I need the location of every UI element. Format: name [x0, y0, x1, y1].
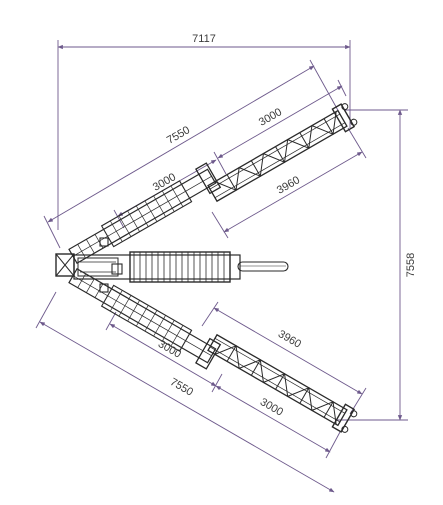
- label-lower-outer: 3000: [258, 396, 285, 419]
- tower-structure: [55, 103, 358, 433]
- dim-line-lower-outer: [215, 385, 331, 453]
- lower-arm-truss: [207, 333, 358, 433]
- dim-line-upper-outer: [217, 85, 343, 159]
- ext-upper-inner-a: [113, 209, 125, 229]
- ext-lower-truss-a: [201, 301, 219, 327]
- ext-upper-outer-a: [213, 151, 227, 175]
- dim-line-upper-truss: [223, 151, 363, 233]
- label-upper-outer: 3000: [257, 106, 284, 129]
- label-lower-truss: 3960: [276, 328, 303, 351]
- ext-upper-outer-b: [337, 79, 347, 97]
- ext-upper-truss-b: [347, 127, 367, 159]
- hub-joints: [99, 237, 123, 293]
- label-upper-inner: 3000: [151, 171, 178, 194]
- label-overall-width: 7117: [192, 33, 216, 45]
- label-overall-height: 7558: [405, 253, 417, 277]
- ext-lower-inner-b: [211, 373, 223, 393]
- ext-upper-total-a: [43, 215, 61, 249]
- ext-upper-total-b: [309, 59, 341, 115]
- upper-arm-inner: [68, 162, 222, 265]
- upper-arm-truss: [207, 103, 358, 203]
- ext-lower-inner-a: [105, 311, 117, 331]
- center-boom: [73, 251, 289, 283]
- ext-lower-truss-b: [349, 387, 367, 415]
- label-upper-total: 7550: [165, 124, 192, 147]
- ext-lower-total-a: [35, 291, 57, 329]
- dim-line-lower-truss: [213, 307, 363, 395]
- label-upper-truss: 3960: [275, 174, 302, 197]
- label-lower-total: 7550: [168, 376, 195, 399]
- lower-arm-inner: [68, 267, 222, 370]
- ext-lower-outer-b: [325, 431, 341, 459]
- ext-upper-truss-a: [211, 211, 229, 239]
- dimension-lines: [35, 40, 408, 493]
- dimension-labels: 7117 7558 7550 3000 3000 3960 3960 3000 …: [151, 33, 417, 419]
- dim-line-lower-total: [39, 321, 335, 493]
- label-lower-inner: 3000: [156, 338, 183, 361]
- dim-line-upper-total: [47, 65, 315, 223]
